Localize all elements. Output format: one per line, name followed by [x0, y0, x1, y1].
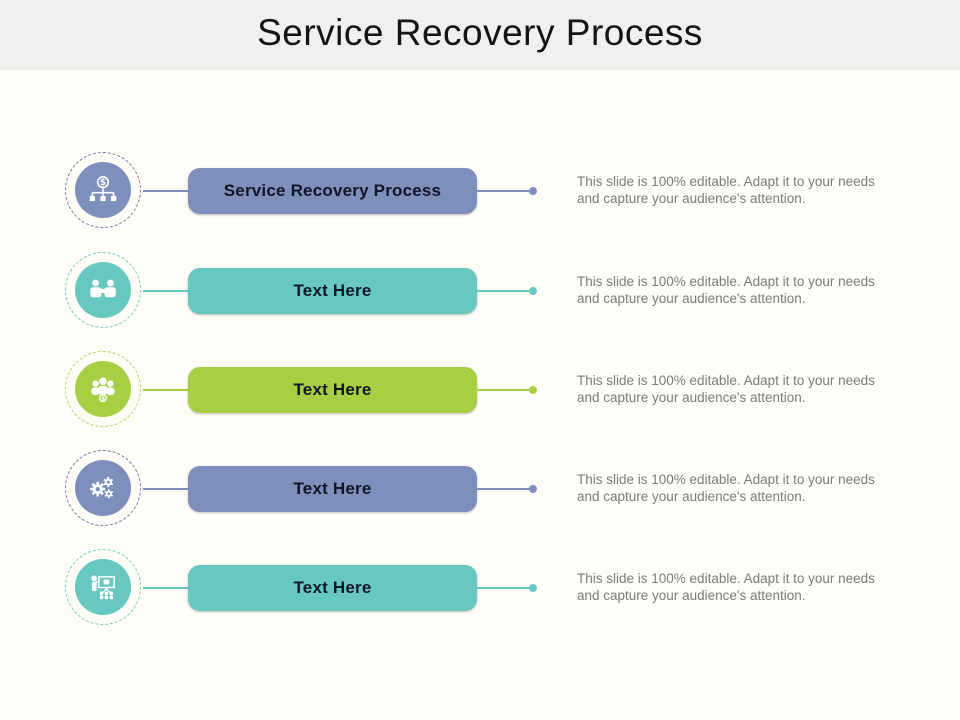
- people-group-icon[interactable]: $: [75, 361, 131, 417]
- svg-text:$: $: [101, 396, 105, 402]
- connector-line: [143, 587, 188, 589]
- icon-dashed-ring: [65, 450, 141, 526]
- process-bar[interactable]: Text Here: [188, 466, 477, 512]
- process-bar[interactable]: Text Here: [188, 565, 477, 611]
- money-allocation-icon[interactable]: $: [75, 162, 131, 218]
- row-description[interactable]: This slide is 100% editable. Adapt it to…: [577, 274, 875, 306]
- process-row: $ Text Here This slide is 100% editable.…: [0, 351, 960, 429]
- svg-text:$: $: [100, 178, 106, 188]
- icon-dashed-ring: $: [65, 152, 141, 228]
- connector-dot: [529, 287, 537, 295]
- connector-dot: [529, 584, 537, 592]
- process-row: Text Here This slide is 100% editable. A…: [0, 549, 960, 627]
- process-bar[interactable]: Service Recovery Process: [188, 168, 477, 214]
- connector-dot: [529, 187, 537, 195]
- connector-line: [143, 389, 188, 391]
- process-row: Text Here This slide is 100% editable. A…: [0, 252, 960, 330]
- connector-dot: [529, 485, 537, 493]
- icon-dashed-ring: $: [65, 351, 141, 427]
- process-bar[interactable]: Text Here: [188, 367, 477, 413]
- slide-title[interactable]: Service Recovery Process: [257, 12, 703, 53]
- process-bar-label: Text Here: [293, 380, 372, 399]
- icon-dashed-ring: [65, 252, 141, 328]
- connector-line: [477, 290, 529, 292]
- slide-header: Service Recovery Process: [0, 0, 960, 70]
- process-bar-label: Text Here: [293, 479, 372, 498]
- connector-line: [477, 488, 529, 490]
- connector-line: [143, 290, 188, 292]
- gears-icon[interactable]: [75, 460, 131, 516]
- process-bar[interactable]: Text Here: [188, 268, 477, 314]
- process-bar-label: Text Here: [293, 281, 372, 300]
- connector-line: [477, 190, 529, 192]
- connector-line: [143, 488, 188, 490]
- row-description[interactable]: This slide is 100% editable. Adapt it to…: [577, 472, 875, 504]
- presentation-icon[interactable]: [75, 559, 131, 615]
- process-bar-label: Text Here: [293, 578, 372, 597]
- process-row: Text Here This slide is 100% editable. A…: [0, 450, 960, 528]
- connector-dot: [529, 386, 537, 394]
- process-bar-label: Service Recovery Process: [223, 181, 442, 200]
- handshake-icon[interactable]: [75, 262, 131, 318]
- connector-line: [477, 587, 529, 589]
- connector-line: [143, 190, 188, 192]
- icon-dashed-ring: [65, 549, 141, 625]
- row-description[interactable]: This slide is 100% editable. Adapt it to…: [577, 571, 875, 603]
- row-description[interactable]: This slide is 100% editable. Adapt it to…: [577, 174, 875, 206]
- row-description[interactable]: This slide is 100% editable. Adapt it to…: [577, 373, 875, 405]
- connector-line: [477, 389, 529, 391]
- process-row: $ Service Recovery Process This slide is…: [0, 152, 960, 230]
